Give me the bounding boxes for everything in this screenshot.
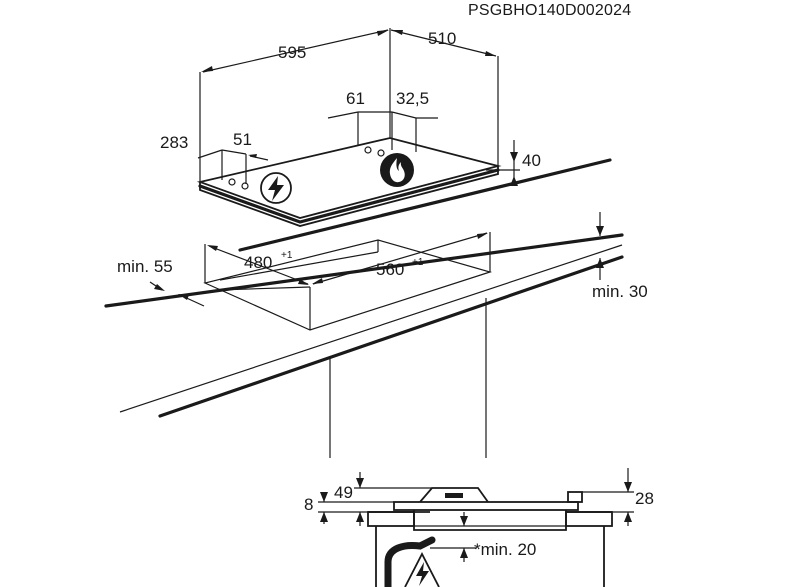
dim-min-30-label: min. 30 (592, 282, 648, 301)
section-view (367, 487, 613, 587)
dimension-depth: 510 (390, 29, 499, 166)
document-code: PSGBHO140D002024 (468, 2, 631, 19)
dim-49-label: 49 (334, 483, 353, 502)
dimension-8: 8 (304, 492, 394, 524)
dim-width-label: 595 (278, 43, 306, 62)
dimension-knob-offsets: 283 51 (160, 130, 269, 184)
dim-32-5-label: 32,5 (396, 89, 429, 108)
dimension-49: 49 (334, 472, 432, 526)
dimension-min-below: *min. 20 (430, 512, 536, 562)
flame-circle-icon (380, 153, 414, 187)
dim-8-label: 8 (304, 495, 313, 514)
electric-warning-triangle-icon (404, 552, 440, 587)
dim-560-label: 560 (376, 260, 404, 279)
dim-depth-label: 510 (428, 29, 456, 48)
dim-480-tolerance: +1 (281, 250, 293, 261)
dim-51-label: 51 (233, 130, 252, 149)
dimension-width: 595 (199, 28, 391, 182)
dim-min-20-label: *min. 20 (474, 540, 536, 559)
dim-283-label: 283 (160, 133, 188, 152)
dimension-cutout-width: 560 +1 (312, 232, 488, 285)
dimension-min-front: min. 55 (117, 257, 205, 307)
dim-min-55-label: min. 55 (117, 257, 173, 276)
dimension-height-40: 40 (486, 140, 541, 186)
dim-28-label: 28 (635, 489, 654, 508)
dim-40-label: 40 (522, 151, 541, 170)
worktop (104, 158, 624, 458)
hob-appliance (196, 137, 502, 227)
lightning-bolt-circle-icon (260, 172, 292, 204)
dim-61-label: 61 (346, 89, 365, 108)
dimension-min-worktop: min. 30 (592, 212, 648, 301)
dimension-burner-offsets: 61 32,5 (327, 89, 438, 152)
dimension-28: 28 (582, 468, 654, 526)
dim-480-label: 480 (244, 253, 272, 272)
dim-560-tolerance: +1 (412, 257, 424, 268)
dimension-cutout-depth: 480 +1 (207, 245, 309, 285)
